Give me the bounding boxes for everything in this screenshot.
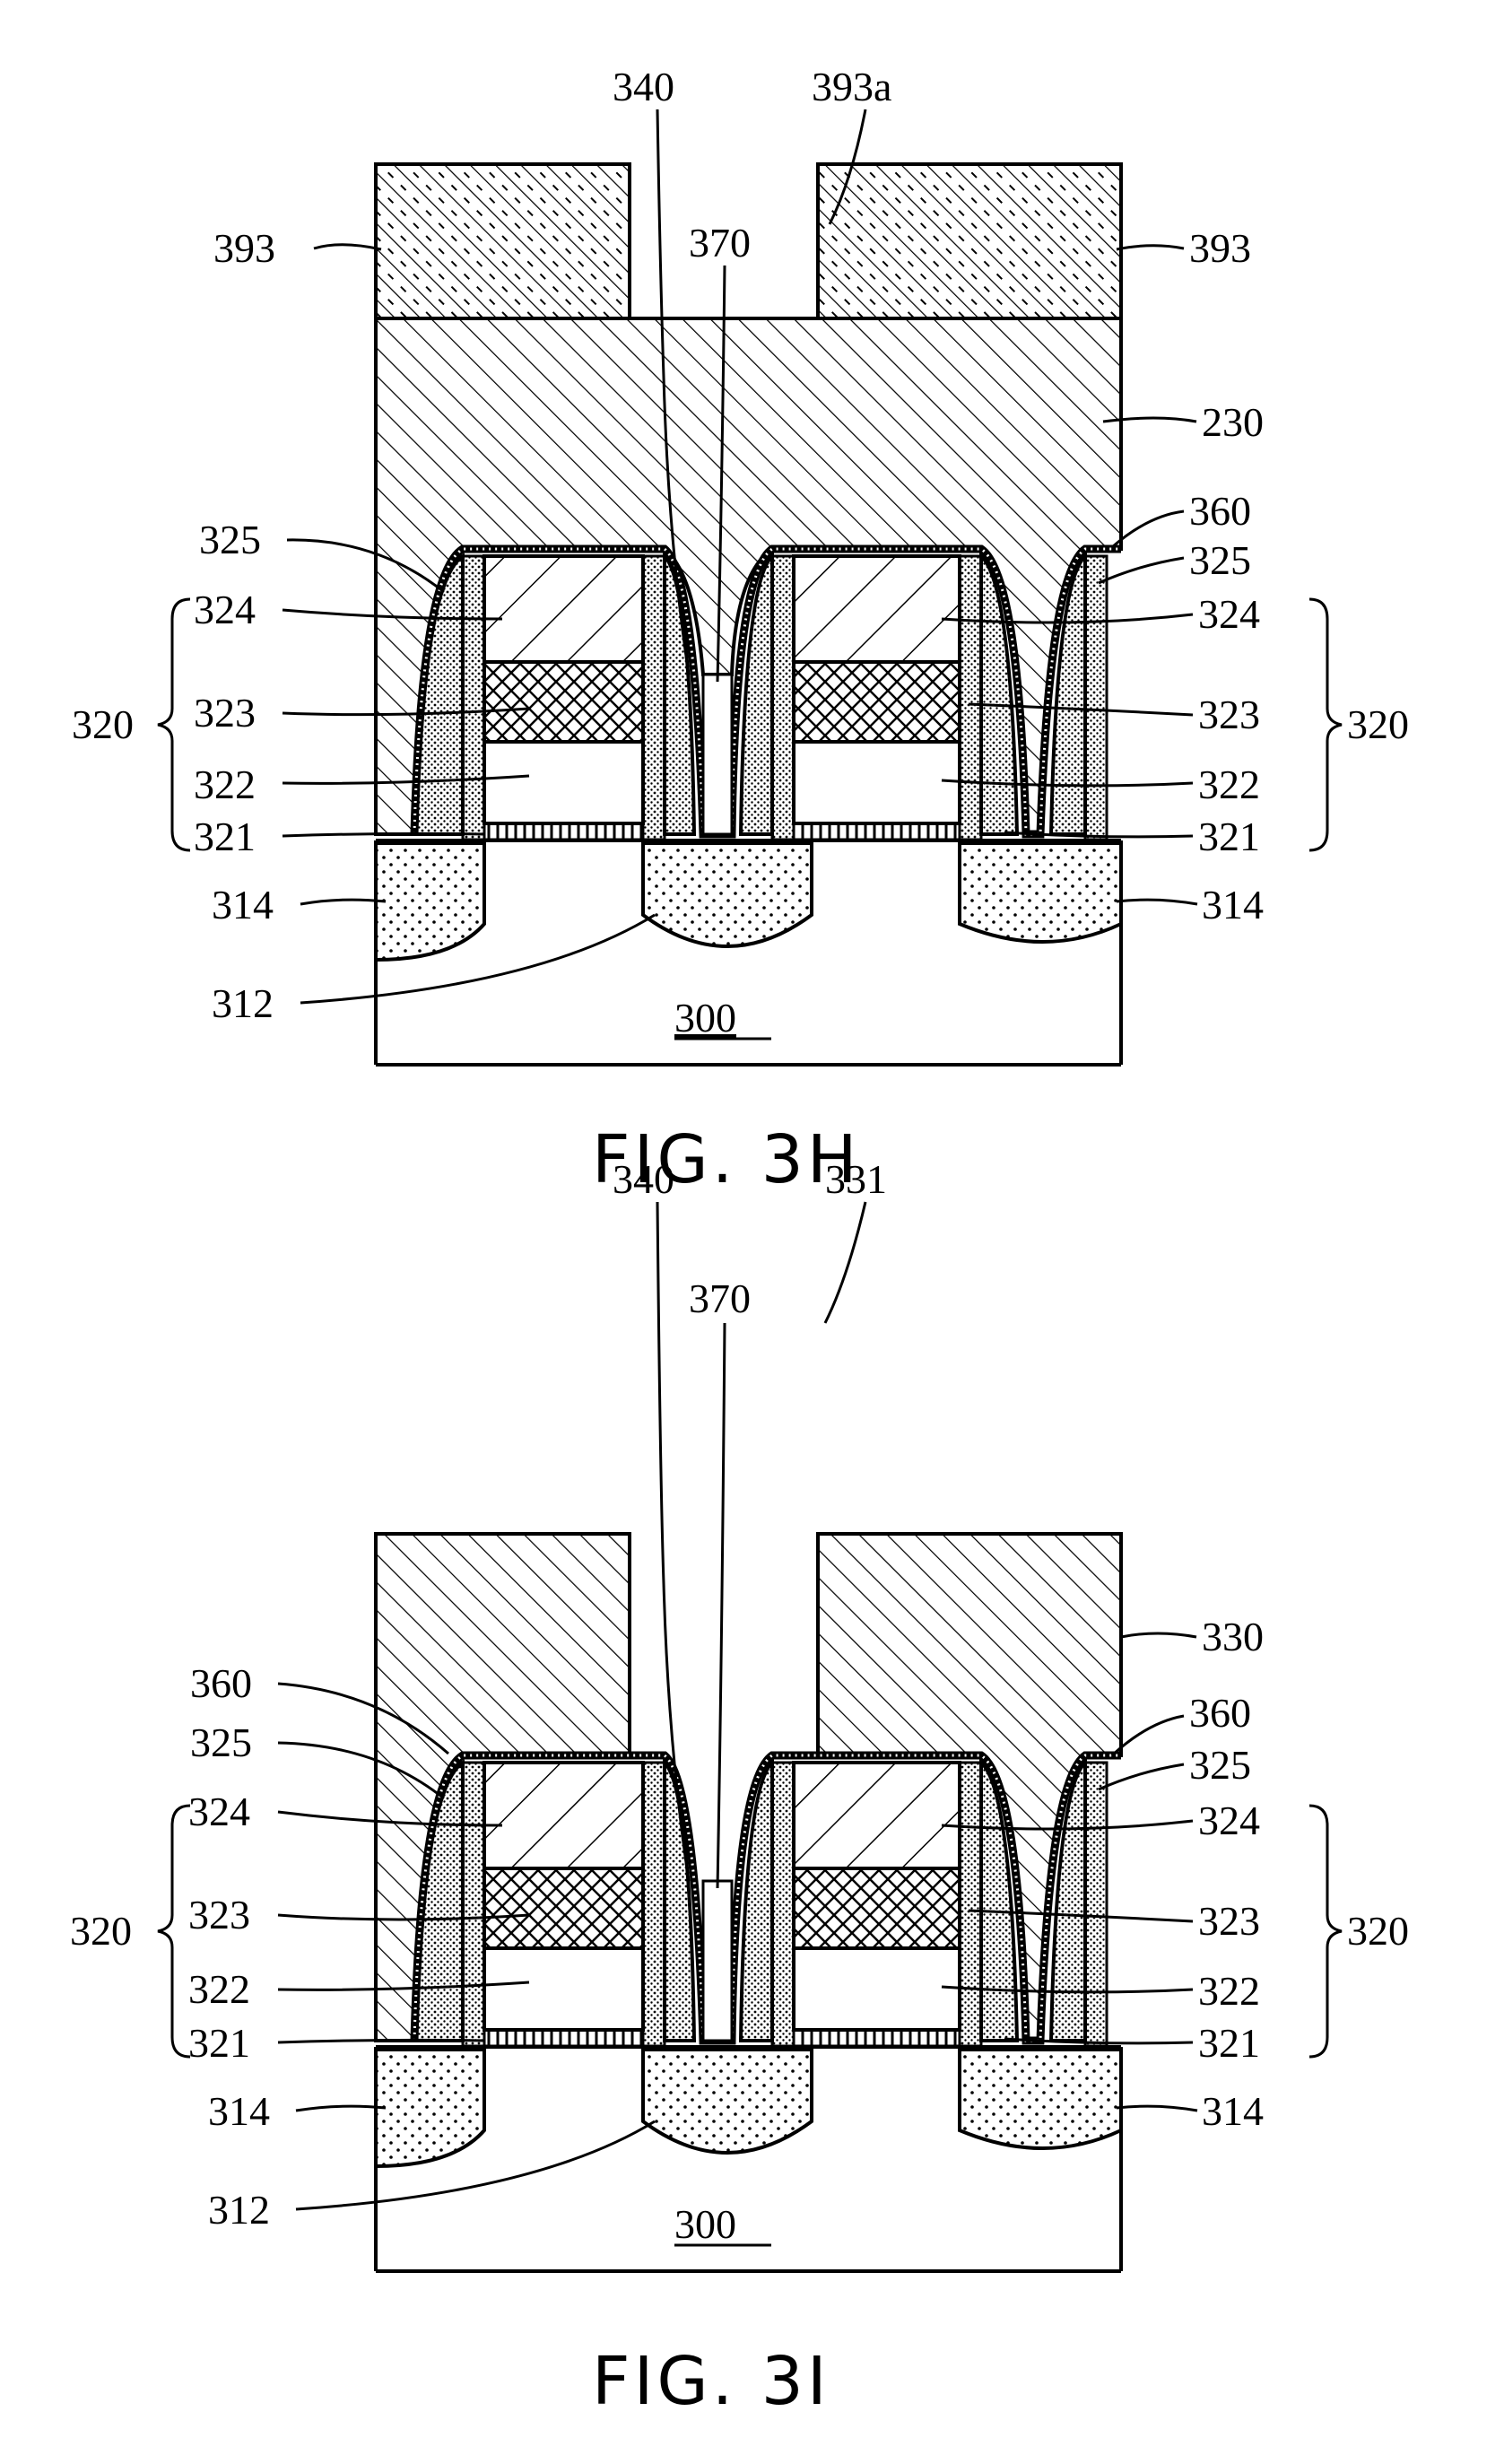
label-360-left: 360 bbox=[190, 1660, 252, 1706]
label-320-right: 320 bbox=[1347, 701, 1409, 747]
label-325-right: 325 bbox=[1189, 537, 1251, 583]
label-230: 230 bbox=[1202, 399, 1264, 445]
label-323-right: 323 bbox=[1198, 692, 1260, 737]
label-393-left: 393 bbox=[213, 225, 275, 271]
label-322-left: 322 bbox=[194, 762, 256, 807]
leader-lines-3h bbox=[282, 109, 1198, 1005]
label-314-right: 314 bbox=[1202, 2088, 1264, 2134]
photoresist-393-left bbox=[374, 162, 631, 320]
label-321-left: 321 bbox=[194, 814, 256, 859]
photoresist-393-right bbox=[816, 162, 1123, 320]
figure-3h: 393 393 393a 340 370 230 360 325 325 324… bbox=[72, 64, 1409, 1198]
label-324-left: 324 bbox=[194, 587, 256, 632]
label-370: 370 bbox=[689, 1276, 751, 1321]
label-360-right: 360 bbox=[1189, 1690, 1251, 1736]
figure-3i: 340 331 370 330 360 360 325 325 324 324 … bbox=[70, 1156, 1409, 2420]
figure-caption-3i: FIG. 3I bbox=[592, 2343, 830, 2420]
label-325-left: 325 bbox=[199, 517, 261, 562]
label-325-left: 325 bbox=[190, 1720, 252, 1765]
brace-320-right bbox=[1308, 1804, 1343, 2059]
label-320-left: 320 bbox=[72, 701, 134, 747]
label-324-left: 324 bbox=[188, 1789, 250, 1834]
label-321-right: 321 bbox=[1198, 2020, 1260, 2066]
label-330: 330 bbox=[1202, 1614, 1264, 1659]
label-322-left: 322 bbox=[188, 1966, 250, 2012]
label-314-right: 314 bbox=[1202, 882, 1264, 927]
label-331: 331 bbox=[825, 1156, 887, 1202]
label-320-left: 320 bbox=[70, 1908, 132, 1954]
label-321-left: 321 bbox=[188, 2020, 250, 2066]
label-324-right: 324 bbox=[1198, 1798, 1260, 1843]
label-322-right: 322 bbox=[1198, 1968, 1260, 2014]
label-323-right: 323 bbox=[1198, 1898, 1260, 1944]
label-312: 312 bbox=[208, 2187, 270, 2233]
label-314-left: 314 bbox=[208, 2088, 270, 2134]
leader-lines-3i bbox=[277, 1201, 1198, 2211]
label-300: 300 bbox=[674, 995, 736, 1040]
brace-320-left bbox=[157, 1804, 191, 2059]
label-323-left: 323 bbox=[194, 690, 256, 736]
label-360: 360 bbox=[1189, 488, 1251, 534]
label-325-right: 325 bbox=[1189, 1742, 1251, 1788]
label-370: 370 bbox=[689, 220, 751, 266]
label-320-right: 320 bbox=[1347, 1908, 1409, 1954]
label-323-left: 323 bbox=[188, 1892, 250, 1937]
brace-320-left bbox=[157, 597, 191, 852]
label-314-left: 314 bbox=[212, 882, 274, 927]
label-312: 312 bbox=[212, 980, 274, 1026]
label-393a: 393a bbox=[812, 64, 891, 109]
label-322-right: 322 bbox=[1198, 762, 1260, 807]
label-324-right: 324 bbox=[1198, 591, 1260, 637]
label-321-right: 321 bbox=[1198, 814, 1260, 859]
label-340: 340 bbox=[613, 64, 674, 109]
label-300: 300 bbox=[674, 2201, 736, 2247]
label-393-right: 393 bbox=[1189, 225, 1251, 271]
figure-caption-3h: FIG. 3H bbox=[592, 1121, 861, 1198]
label-340: 340 bbox=[613, 1156, 674, 1202]
brace-320-right bbox=[1308, 597, 1343, 852]
